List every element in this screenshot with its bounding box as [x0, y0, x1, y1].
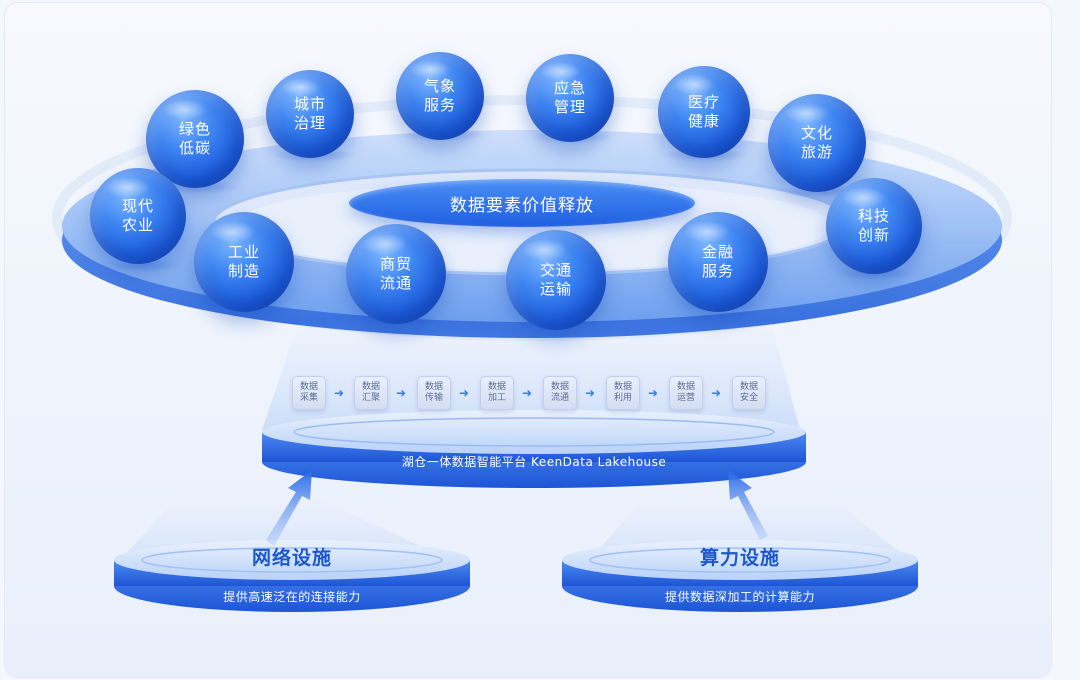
sphere-label: 商贸流通 [379, 255, 412, 292]
sphere-culture-tourism: 文化旅游 [768, 94, 866, 192]
sphere-trade-circulation: 商贸流通 [346, 224, 446, 324]
arrow-right-icon: ➜ [458, 386, 470, 400]
arrow-right-icon: ➜ [710, 386, 722, 400]
pipeline-step-aggregation: 数据汇聚 [354, 376, 388, 410]
platform-label: 湖仓一体数据智能平台 KeenData Lakehouse [401, 454, 667, 469]
sphere-urban-governance: 城市治理 [266, 70, 354, 158]
pipeline-step-label: 数据流通 [550, 382, 569, 403]
pipeline-step-label: 数据采集 [299, 382, 318, 403]
sphere-label: 交通运输 [539, 261, 572, 298]
pipeline-step-label: 数据加工 [487, 382, 506, 403]
core-title: 数据要素价值释放 [349, 179, 695, 227]
sphere-label: 工业制造 [227, 243, 260, 280]
sphere-emergency-management: 应急管理 [526, 54, 614, 142]
sphere-label: 绿色低碳 [178, 120, 211, 157]
sphere-label: 医疗健康 [687, 93, 720, 130]
pipeline-step-label: 数据利用 [613, 382, 632, 403]
pipeline-step-processing: 数据加工 [480, 376, 514, 410]
arrow-right-icon: ➜ [395, 386, 407, 400]
pipeline-step-operation: 数据运营 [669, 376, 703, 410]
sphere-label: 科技创新 [857, 207, 890, 244]
arrow-right-icon: ➜ [521, 386, 533, 400]
sphere-transportation: 交通运输 [506, 230, 606, 330]
base-title-computing: 算力设施 [699, 546, 780, 569]
base-title-network: 网络设施 [251, 546, 332, 569]
pipeline-step-collection: 数据采集 [292, 376, 326, 410]
pipeline-step-security: 数据安全 [732, 376, 766, 410]
sphere-shadow [100, 258, 184, 272]
pipeline-step-utilization: 数据利用 [606, 376, 640, 410]
sphere-modern-agriculture: 现代农业 [90, 168, 186, 264]
sphere-green-low-carbon: 绿色低碳 [146, 90, 244, 188]
sphere-financial-services: 金融服务 [668, 212, 768, 312]
base-subtitle-computing: 提供数据深加工的计算能力 [664, 589, 815, 604]
sphere-label: 应急管理 [553, 79, 586, 116]
pipeline-step-label: 数据运营 [676, 382, 695, 403]
pipeline-step-label: 数据汇聚 [361, 382, 380, 403]
sphere-label: 城市治理 [293, 95, 326, 132]
pipeline-step-transmission: 数据传输 [417, 376, 451, 410]
sphere-label: 气象服务 [423, 77, 456, 114]
base-subtitle-network: 提供高速泛在的连接能力 [223, 589, 361, 604]
sphere-healthcare: 医疗健康 [658, 66, 750, 158]
sphere-label: 文化旅游 [800, 124, 833, 161]
sphere-industrial-manufacturing: 工业制造 [194, 212, 294, 312]
pipeline-step-circulation: 数据流通 [543, 376, 577, 410]
sphere-meteorological-service: 气象服务 [396, 52, 484, 140]
arrow-right-icon: ➜ [333, 386, 345, 400]
pipeline-step-label: 数据传输 [424, 382, 443, 403]
arrow-right-icon: ➜ [584, 386, 596, 400]
sphere-tech-innovation: 科技创新 [826, 178, 922, 274]
pipeline-step-label: 数据安全 [739, 382, 758, 403]
arrow-right-icon: ➜ [647, 386, 659, 400]
sphere-label: 现代农业 [121, 197, 154, 234]
sphere-label: 金融服务 [701, 243, 734, 280]
